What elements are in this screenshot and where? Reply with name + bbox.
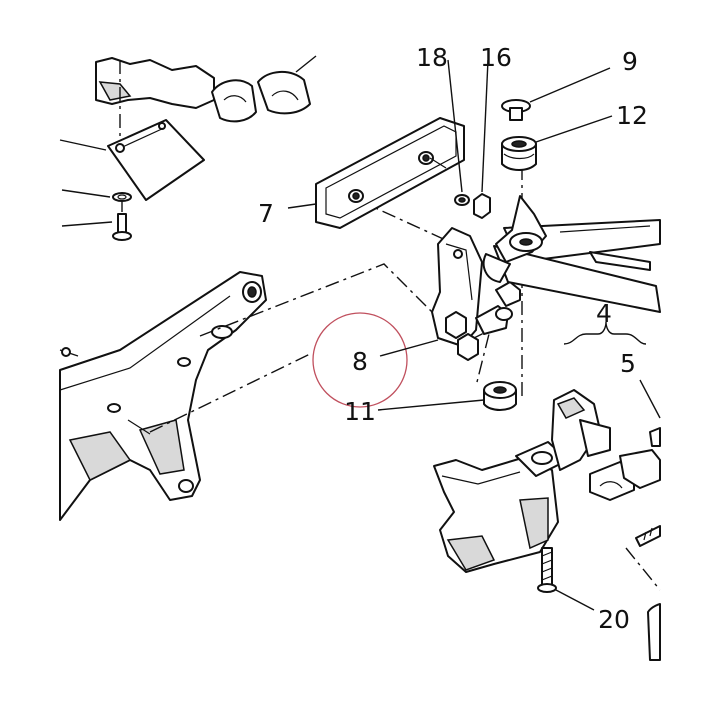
part-20-screw [537, 547, 595, 611]
callout-8-highlight [312, 312, 408, 408]
callout-16: 16 [480, 43, 512, 72]
part-9-bolt [501, 67, 611, 121]
part-18-washer [447, 59, 470, 206]
callout-8-leader [379, 339, 439, 357]
upper-left-bracket-assembly [95, 55, 317, 145]
callout-4: 4 [596, 299, 612, 328]
right-clamp-assembly [589, 427, 661, 501]
bottom-right-part-edge [647, 603, 661, 661]
left-frame-bracket [59, 271, 267, 521]
part-12-grommet [501, 115, 613, 171]
part-11-spacer [377, 381, 517, 411]
lower-mount-housing [433, 389, 611, 573]
callout-9: 9 [622, 47, 638, 76]
part-16-nut [473, 59, 491, 219]
tubular-frame-member [482, 195, 661, 313]
callout-12: 12 [616, 101, 648, 130]
callout-8: 8 [352, 347, 368, 376]
cover-plate [59, 119, 205, 201]
callout-7: 7 [258, 199, 274, 228]
part-7-pad [287, 117, 465, 229]
part-4-brace [563, 321, 647, 345]
callout-11: 11 [344, 397, 376, 426]
part-5-leader [639, 379, 661, 419]
callout-5: 5 [620, 349, 636, 378]
callout-18: 18 [416, 43, 448, 72]
part-8-bracket [431, 227, 521, 361]
bottom-right-screw [635, 525, 661, 547]
washer-and-screw-left [61, 189, 132, 241]
callout-20: 20 [598, 605, 630, 634]
